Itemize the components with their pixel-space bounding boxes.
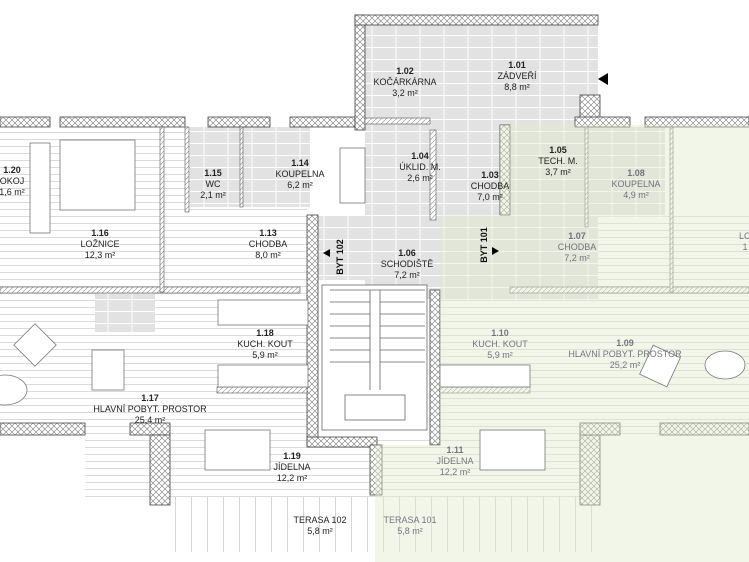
- room-number: 1.01: [508, 60, 526, 70]
- room-area: 1,6 m²: [0, 187, 25, 197]
- byt-102-arrow-icon: [323, 249, 330, 257]
- room-area: 5,8 m²: [397, 526, 423, 536]
- room-area: 7,0 m²: [477, 192, 503, 202]
- room-area: 5,9 m²: [487, 350, 513, 360]
- room-area: 1: [742, 242, 748, 252]
- room-name: HLAVNÍ POBYT. PROSTOR: [93, 404, 207, 414]
- room-name: CHODBA: [557, 242, 597, 252]
- floor-areas: [0, 25, 749, 552]
- room-number: 1.18: [256, 328, 274, 338]
- room-name: CHODBA: [248, 239, 288, 249]
- room-name: HLAVNÍ POBYT. PROSTOR: [568, 349, 682, 359]
- unit-label-byt-102: BYT 102: [334, 239, 345, 275]
- apartment-101-tint: [375, 125, 749, 562]
- room-area: 7,2 m²: [394, 270, 420, 280]
- interior-partitions: [0, 117, 749, 394]
- room-name: KUCH. KOUT: [472, 339, 528, 349]
- room-number: 1.04: [411, 151, 429, 161]
- entrance-arrow-icon: [598, 73, 608, 85]
- furniture: [0, 139, 746, 471]
- room-name: KOUPELNA: [275, 169, 325, 179]
- room-area: 2,1 m²: [200, 190, 226, 200]
- room-area: 3,2 m²: [392, 88, 418, 98]
- room-name: OKOJ: [0, 176, 25, 186]
- room-area: 8,8 m²: [504, 82, 530, 92]
- room-number: 1.15: [204, 168, 222, 178]
- room-name: LO: [738, 231, 749, 241]
- staircase: [321, 284, 428, 431]
- room-area: 12,3 m²: [84, 250, 116, 260]
- room-number: 1.03: [481, 170, 499, 180]
- room-number: 1.17: [141, 393, 159, 403]
- room-name: WC: [205, 179, 221, 189]
- room-number: 1.20: [3, 165, 21, 175]
- room-number: 1.13: [259, 228, 277, 238]
- room-area: 8,0 m²: [255, 250, 281, 260]
- room-name: TERASA 101: [383, 515, 437, 525]
- room-name: ÚKLID. M.: [399, 162, 441, 172]
- room-area: 4,9 m²: [623, 190, 649, 200]
- room-number: 1.08: [627, 168, 645, 178]
- room-name: TERASA 102: [293, 515, 347, 525]
- room-name: ZÁDVEŘÍ: [497, 71, 537, 81]
- room-name: LOŽNICE: [80, 239, 120, 249]
- room-name: TECH. M.: [538, 156, 578, 166]
- room-number: 1.10: [491, 328, 509, 338]
- room-name: KOUPELNA: [611, 179, 661, 189]
- room-number: 1.07: [568, 231, 586, 241]
- room-name: KUCH. KOUT: [237, 339, 293, 349]
- room-area: 12,2 m²: [276, 473, 308, 483]
- room-number: 1.02: [396, 66, 414, 76]
- room-area: 25,4 m²: [134, 415, 166, 425]
- room-name: CHODBA: [470, 181, 510, 191]
- unit-label-byt-101: BYT 101: [478, 227, 489, 263]
- byt-101-arrow-icon: [492, 247, 499, 255]
- room-number: 1.19: [283, 451, 301, 461]
- room-name: SCHODIŠTĚ: [380, 259, 434, 269]
- room-area: 3,7 m²: [545, 167, 571, 177]
- room-number: 1.09: [616, 338, 634, 348]
- room-area: 12,2 m²: [439, 467, 471, 477]
- room-number: 1.14: [291, 158, 309, 168]
- room-name: JÍDELNA: [273, 462, 311, 472]
- room-name: KOČÁRKÁRNA: [373, 77, 437, 87]
- room-area: 5,8 m²: [307, 526, 333, 536]
- walls: [0, 14, 749, 506]
- room-number: 1.11: [446, 445, 464, 455]
- room-number: 1.06: [398, 248, 416, 258]
- room-area: 7,2 m²: [564, 253, 590, 263]
- room-area: 25,2 m²: [609, 360, 641, 370]
- room-area: 2,6 m²: [407, 173, 433, 183]
- room-name: JÍDELNA: [436, 456, 474, 466]
- room-number: 1.05: [549, 145, 567, 155]
- room-area: 5,9 m²: [252, 350, 278, 360]
- room-number: 1.16: [91, 228, 109, 238]
- room-area: 6,2 m²: [287, 180, 313, 190]
